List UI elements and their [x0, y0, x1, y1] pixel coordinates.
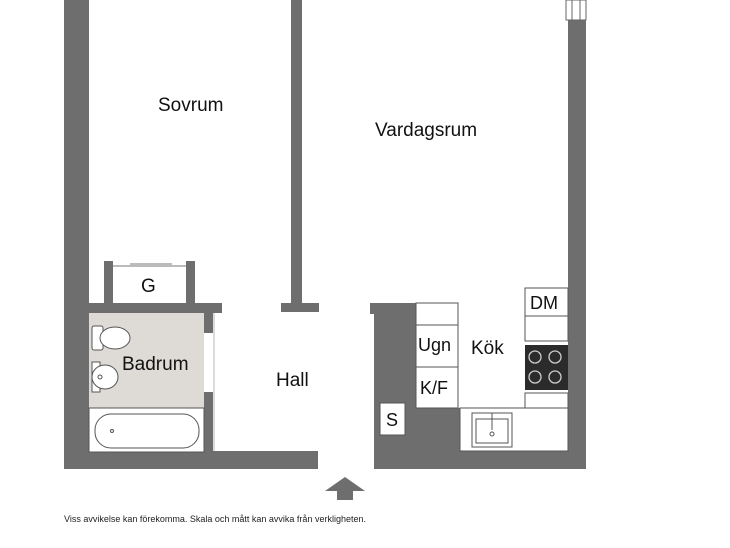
storage-s-box	[379, 402, 406, 436]
bath-right-wall-lower	[204, 392, 213, 452]
toilet	[91, 325, 131, 351]
bathroom-sink	[91, 361, 119, 393]
stove	[525, 345, 568, 390]
bottom-wall-right	[374, 451, 586, 469]
oven-cabinet	[415, 302, 459, 326]
room-label-vardagsrum: Vardagsrum	[375, 120, 478, 141]
right-outer-wall	[568, 18, 586, 469]
bath-door-gap	[204, 333, 213, 392]
closet-rod	[113, 263, 186, 267]
walls	[64, 0, 586, 469]
bottom-wall-left	[64, 451, 318, 469]
closet-left-wall	[104, 261, 113, 305]
oven-box	[415, 324, 459, 368]
partition-wall-end	[281, 303, 319, 312]
room-label-badrum: Badrum	[122, 354, 189, 375]
bath-top-wall	[89, 303, 222, 313]
partition-wall	[291, 0, 302, 304]
room-label-sovrum: Sovrum	[158, 95, 224, 116]
dishwasher-box	[524, 287, 569, 317]
counter-right	[524, 392, 569, 409]
disclaimer-text: Viss avvikelse kan förekomma. Skala och …	[64, 514, 366, 524]
bath-right-wall	[204, 313, 213, 333]
left-outer-wall	[64, 0, 89, 469]
closet-right-wall	[186, 261, 195, 305]
storage-label-s: S	[386, 410, 399, 430]
room-label-hall: Hall	[276, 370, 309, 391]
bathtub	[88, 407, 205, 453]
closet-label-g: G	[141, 276, 156, 297]
appliance-label-kf: K/F	[420, 378, 449, 398]
appliance-label-dm: DM	[530, 293, 558, 313]
window	[565, 0, 587, 21]
stove-cabinet	[524, 315, 569, 342]
kitchen-sink	[471, 412, 513, 448]
room-label-kok: Kök	[471, 338, 504, 359]
fridge-box	[415, 366, 459, 409]
entrance-arrow-icon	[325, 477, 365, 500]
appliance-label-ugn: Ugn	[418, 335, 452, 355]
